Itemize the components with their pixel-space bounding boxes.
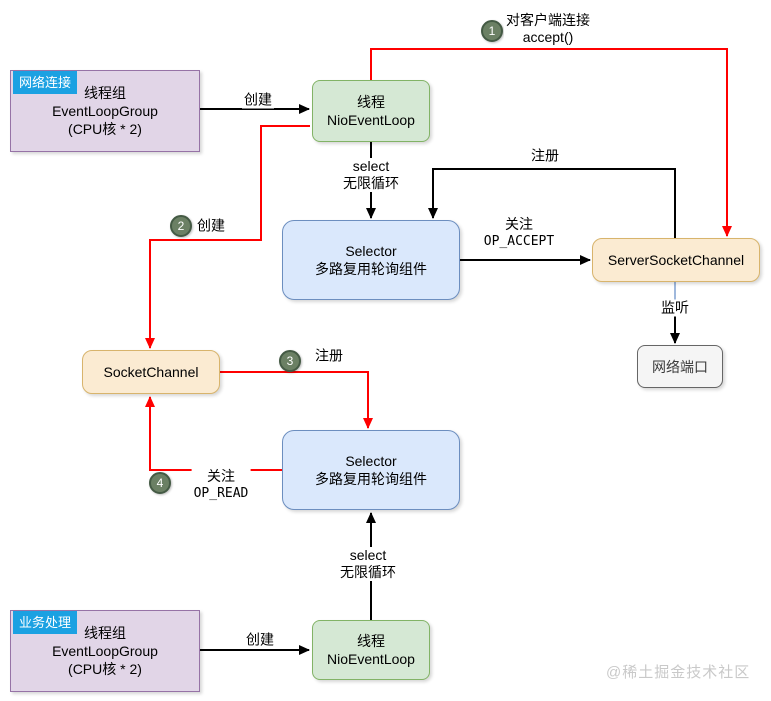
edge-register-top xyxy=(428,168,676,238)
edge-label-listen: 监听 xyxy=(659,299,691,317)
node-socketchannel: SocketChannel xyxy=(82,350,220,394)
node-selector-accept: Selector 多路复用轮询组件 xyxy=(282,220,460,300)
step-label-1: 对客户端连接 accept() xyxy=(504,12,592,46)
edge-label-create-top: 创建 xyxy=(242,91,274,109)
node-boss-eventloopgroup: 网络连接 线程组 EventLoopGroup (CPU核 * 2) xyxy=(10,70,200,152)
node-selector-read-label: Selector 多路复用轮询组件 xyxy=(315,453,427,487)
edge-step4-op-read xyxy=(145,396,282,471)
watermark: @稀土掘金技术社区 xyxy=(606,664,751,681)
node-worker-eventloopgroup: 业务处理 线程组 EventLoopGroup (CPU核 * 2) xyxy=(10,610,200,692)
node-boss-nioeventloop: 线程 NioEventLoop xyxy=(312,80,430,142)
edge-label-register-top: 注册 xyxy=(529,147,561,165)
node-boss-eventloopgroup-label: 线程组 EventLoopGroup (CPU核 * 2) xyxy=(52,85,158,137)
step-label-4: 关注 OP_READ xyxy=(191,468,251,502)
node-network-port: 网络端口 xyxy=(637,345,723,388)
edge-step3-register xyxy=(220,371,373,429)
node-serversocketchannel: ServerSocketChannel xyxy=(592,238,760,282)
node-selector-read: Selector 多路复用轮询组件 xyxy=(282,430,460,510)
edge-label-select-bottom: select 无限循环 xyxy=(338,547,398,581)
tag-business-processing: 业务处理 xyxy=(13,611,77,634)
step-badge-3: 3 xyxy=(279,350,301,372)
step-badge-1: 1 xyxy=(481,20,503,42)
edge-label-create-bottom: 创建 xyxy=(244,631,276,649)
node-selector-accept-label: Selector 多路复用轮询组件 xyxy=(315,243,427,277)
node-boss-nioeventloop-label: 线程 NioEventLoop xyxy=(327,94,415,128)
edge-step2-create xyxy=(145,125,310,349)
step-label-3: 注册 xyxy=(313,347,345,365)
edge-step1-accept xyxy=(370,48,732,237)
step-badge-4: 4 xyxy=(149,472,171,494)
tag-network-connection: 网络连接 xyxy=(13,71,77,94)
edge-label-select-top: select 无限循环 xyxy=(341,158,401,192)
edge-label-op-accept: 关注 OP_ACCEPT xyxy=(481,216,557,250)
node-worker-nioeventloop-label: 线程 NioEventLoop xyxy=(327,633,415,667)
node-worker-nioeventloop: 线程 NioEventLoop xyxy=(312,620,430,680)
step-label-2: 创建 xyxy=(195,217,227,235)
step-badge-2: 2 xyxy=(170,215,192,237)
node-worker-eventloopgroup-label: 线程组 EventLoopGroup (CPU核 * 2) xyxy=(52,625,158,677)
